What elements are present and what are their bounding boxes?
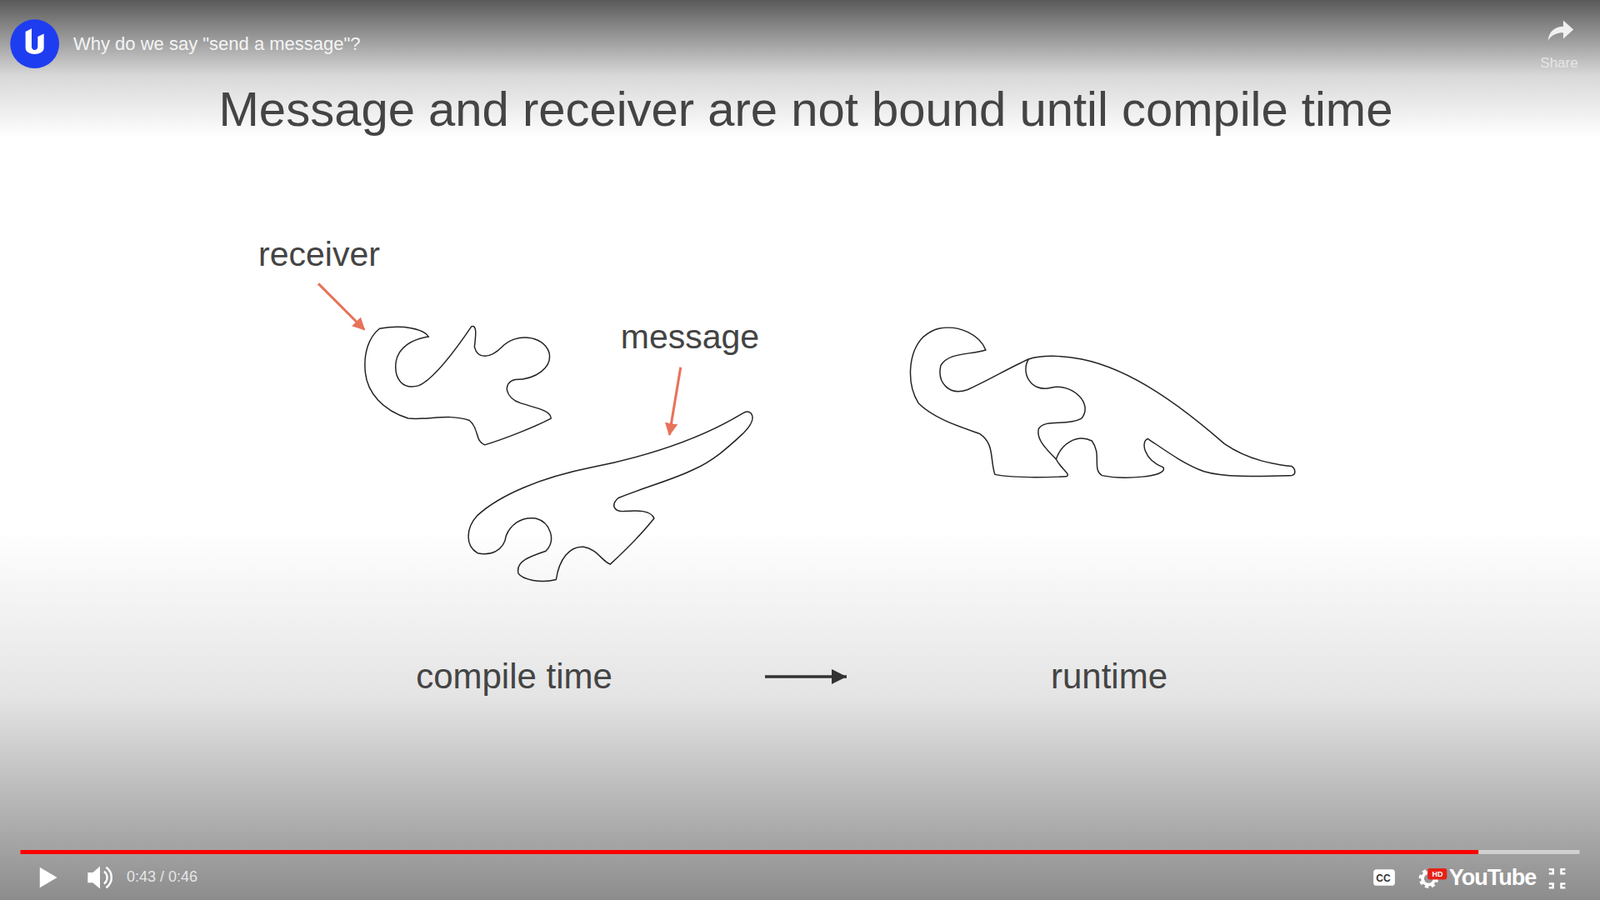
progress-rest [1478, 850, 1580, 855]
leader-arrow [318, 283, 365, 330]
play-icon [40, 867, 58, 888]
stage-label: runtime [1050, 655, 1168, 698]
progress-played [20, 850, 1479, 855]
brand-wordmark: YouTube [1449, 864, 1536, 891]
puzzle-seam [1025, 359, 1085, 460]
share-label: Share [1540, 55, 1578, 72]
captions-button [1373, 869, 1395, 886]
flow-arrow [765, 675, 847, 679]
hd-badge [1427, 868, 1447, 880]
share-icon [1548, 20, 1575, 40]
video-title: Why do we say "send a message"? [73, 33, 361, 55]
slide-title: Message and receiver are not bound until… [219, 80, 1394, 139]
assembled-pieces [910, 327, 1295, 478]
receiver-piece [365, 326, 551, 445]
logo-mark [25, 28, 45, 55]
stage-label: compile time [415, 655, 613, 698]
captions-label: CC [1375, 872, 1390, 885]
top-shade [0, 0, 1600, 138]
exit-fullscreen-icon [1549, 869, 1566, 888]
volume-waves [104, 867, 112, 888]
part-label: receiver [258, 234, 380, 275]
hd-label: HD [1432, 870, 1444, 880]
bottom-shade [0, 530, 1600, 900]
stage-region: runtime [846, 650, 1372, 703]
volume-icon [87, 866, 100, 890]
stage-region: compile time [263, 650, 765, 703]
part-label: message [620, 316, 760, 358]
time-display: 0:43 / 0:46 [126, 868, 198, 887]
message-piece [468, 411, 753, 581]
channel-logo [10, 19, 60, 69]
leader-arrow [669, 367, 680, 435]
